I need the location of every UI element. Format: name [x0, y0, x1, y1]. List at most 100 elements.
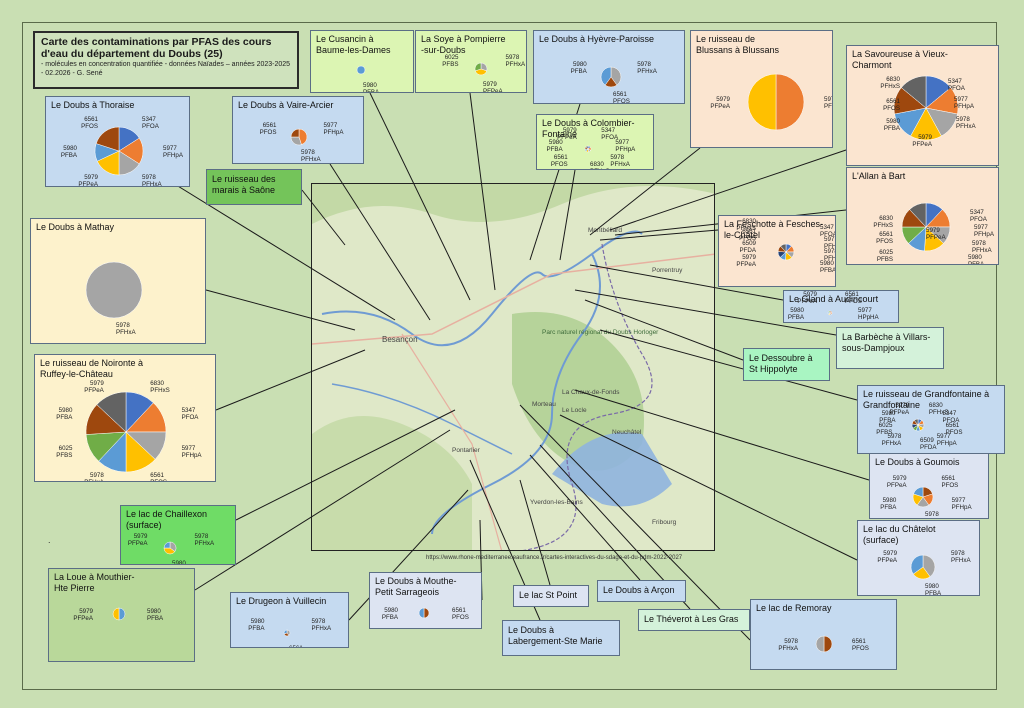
station-box[interactable]: Le ruisseau de Grandfontaine à Grandfont… [857, 385, 1005, 454]
pie-chart [584, 145, 592, 153]
pie-slice-pfhxa [85, 261, 143, 319]
station-box-no-chart[interactable]: Le Dessoubre à St Hippolyte [743, 348, 830, 381]
station-box-no-chart[interactable]: La Barbèche à Villars- sous-Dampjoux [836, 327, 944, 369]
pie-slice-pfhxs [585, 145, 589, 150]
pie-label: 5977 PFHpA [181, 445, 202, 460]
pie-slice-pfba [418, 607, 425, 619]
pie-label: 5978 PFHxA [950, 550, 971, 564]
pie-label: 5977 PFHpA [824, 96, 832, 110]
pie-label: 6025 PFBS [876, 249, 893, 263]
station-box-no-chart[interactable]: Le Doubs à Arçon [597, 580, 686, 602]
map-title: Carte des contaminations par PFAS des co… [41, 36, 272, 60]
pie-chart [283, 629, 291, 637]
map-label-yverdon: Yverdon-les-Bains [530, 499, 583, 506]
station-box[interactable]: Le ruisseau de Noironte à Ruffey-le-Chât… [34, 354, 216, 482]
pie-label: 5978 PFHxA [925, 511, 939, 518]
station-name: Le ruisseau des marais à Saône [212, 174, 276, 195]
station-name: Le Gland à Audincourt [789, 294, 879, 304]
station-name: Le ruisseau de Blussans à Blussans [696, 34, 780, 55]
map-label-chaux: La Chaux-de-Fonds [562, 389, 620, 396]
pie-slice-pfhxs [96, 391, 127, 433]
pie-label: 5978 PFHxA [778, 638, 798, 652]
map-label-besancon: Besançon [382, 335, 418, 344]
pie-slice-pfhpa [298, 128, 308, 145]
pie-label: 6561 PFOS [739, 228, 756, 242]
map-svg: Besançon Parc naturel régional du Doubs … [312, 184, 714, 550]
station-name: Le Théverot à Les Gras [644, 614, 739, 624]
pie-label: 6561 PFOS [945, 422, 963, 437]
station-name: Le Cusancin à Baume-les-Dames [316, 34, 391, 55]
station-name: L'Allan à Bart [852, 171, 906, 181]
pie-chart [94, 126, 144, 176]
pie-label: 5347 PFOA [181, 406, 199, 421]
pie-label: 5980 PFBA [570, 61, 587, 75]
pie-label: 5978 PFHxA [84, 472, 104, 481]
pie-label: 5979 PFPeA [886, 474, 907, 489]
pie-slice-pfba [118, 607, 126, 621]
pie-label: 5977 PFHpA [951, 497, 972, 512]
map-label-montbeliard: Montbéliard [588, 227, 622, 234]
pie-chart [827, 310, 833, 316]
station-box-no-chart[interactable]: Le Théverot à Les Gras [638, 609, 750, 631]
station-box-no-chart[interactable]: Le Doubs à Labergement-Ste Marie [502, 620, 620, 656]
station-box[interactable]: Le ruisseau de Blussans à Blussans 5977 P… [690, 30, 833, 148]
map-view[interactable]: Besançon Parc naturel régional du Doubs … [311, 183, 715, 551]
pie-chart [290, 128, 308, 146]
pie-chart [910, 554, 936, 580]
pie-label: 5347 PFOA [142, 115, 159, 130]
stray-dot: . [48, 535, 51, 545]
station-name: La Feschotte à Fesches- le-Châtel [724, 219, 824, 240]
station-box-no-chart[interactable]: Le ruisseau des marais à Saône [206, 169, 302, 205]
pie-label: 6561 PFOS [81, 115, 98, 130]
pie-label: 6561 PFOS [613, 91, 630, 104]
map-label-morteau: Morteau [532, 401, 556, 408]
pie-chart [815, 635, 833, 653]
station-name: Le Doubs à Goumois [875, 457, 960, 467]
page-frame [22, 22, 997, 690]
pie-label: 5980 PFBA [787, 307, 804, 321]
pie-label: 5980 PFBA [880, 497, 897, 512]
pie-label: 5347 PFOA [970, 209, 987, 223]
pie-chart [85, 391, 167, 473]
pie-label: 5978 PFHxA [637, 61, 657, 75]
map-title-box: Carte des contaminations par PFAS des co… [33, 31, 299, 89]
station-box-no-chart[interactable]: Le lac St Point [513, 585, 589, 607]
pie-label: 6561 PFOS [845, 291, 862, 306]
pie-label: 6509 PFDA [739, 240, 756, 254]
pie-label: 6561 PFOS [259, 122, 277, 136]
pie-chart [356, 65, 366, 75]
pie-label: 6561 PFOS [883, 98, 900, 112]
pie-label: 5977 PFHpA [954, 96, 974, 110]
pie-label: 5979 PFPeA [797, 291, 817, 306]
source-url[interactable]: https://www.rhone-mediterranee.eaufrance… [426, 555, 683, 561]
station-name: Le lac du Châtelot (surface) [863, 524, 936, 545]
pie-slice-pfhxa [610, 66, 622, 86]
pie-chart [912, 486, 934, 508]
pie-chart [777, 243, 795, 261]
station-box[interactable]: Le lac de Chaillexon (surface)5978 PFHxA… [120, 505, 236, 565]
pie-label: 5979 PFPeA [889, 402, 910, 417]
pie-chart [85, 261, 143, 319]
station-name: La Savoureuse à Vieux- Charmont [852, 49, 948, 70]
pie-slice-pfhxa [815, 635, 825, 653]
pie-chart [893, 75, 959, 141]
pie-slice-pfba [163, 541, 171, 549]
pie-label: 5977 PFHpA [323, 122, 344, 136]
